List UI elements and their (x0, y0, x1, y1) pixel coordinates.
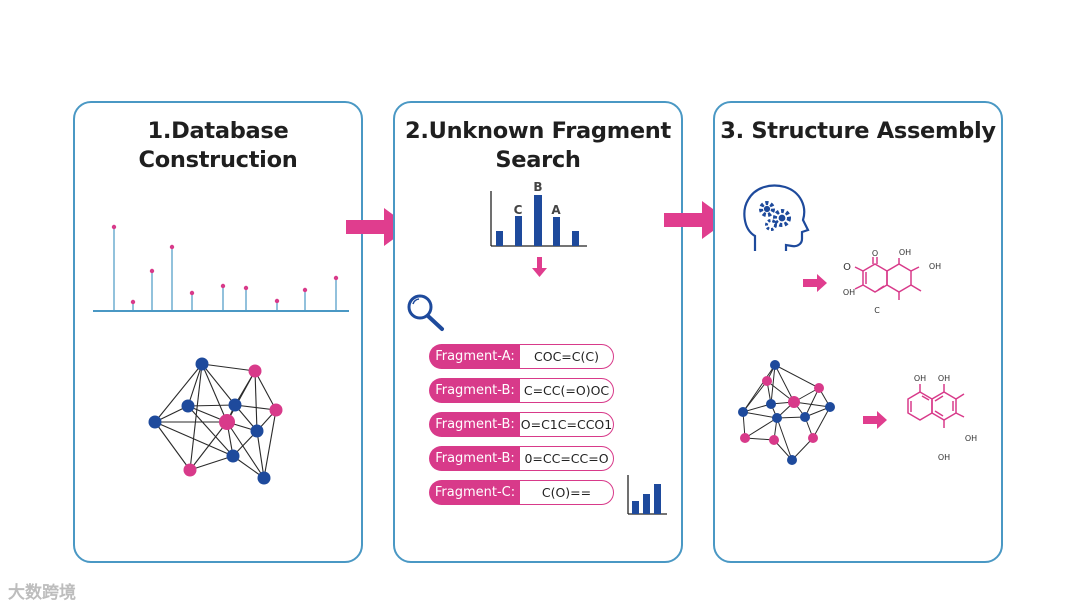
arrow-right-icon (664, 201, 728, 239)
network-graph-icon (738, 360, 835, 465)
fragment-search-illustration: C B A (407, 180, 667, 515)
small-bar-chart-icon (627, 475, 667, 515)
panel-title-line1: 2.Unknown Fragment (405, 118, 671, 144)
histogram-icon: C B A (490, 180, 587, 247)
fragment-row: Fragment-B: 0=CC=CC=O (429, 446, 614, 471)
arrow-right-icon (863, 411, 887, 429)
fragment-smiles: COC=C(C) (519, 344, 614, 369)
fragment-smiles: O=C1C=CCO1 (519, 412, 614, 437)
histogram-label-c: C (514, 203, 523, 217)
molecule-structure-2: OH OH OH OH (907, 374, 977, 462)
fragment-label: Fragment-B: (429, 446, 521, 471)
fragment-row: Fragment-A: COC=C(C) (429, 344, 614, 369)
arrow-right-icon (803, 274, 827, 292)
atom-label: C (874, 306, 880, 315)
fragment-row: Fragment-B: O=C1C=CCO1 (429, 412, 614, 437)
arrow-down-icon (532, 257, 547, 277)
atom-label: OH (938, 453, 950, 462)
panel-title-line2: Search (495, 147, 581, 173)
histogram-label-b: B (533, 180, 542, 194)
molecule-structure-1: O O OH OH OH C (843, 248, 941, 315)
panel-title: 2.Unknown Fragment Search (395, 117, 681, 175)
fragment-row: Fragment-B: C=CC(=O)OC (429, 378, 614, 403)
fragment-smiles: C=CC(=O)OC (519, 378, 614, 403)
atom-label: OH (938, 374, 950, 383)
panel-title: 3. Structure Assembly (720, 118, 996, 144)
fragment-label: Fragment-B: (429, 378, 521, 403)
atom-label: O (843, 262, 851, 273)
panel-database-construction: 1.Database Construction (73, 101, 363, 563)
panel-title: 1.Database Construction (138, 118, 298, 173)
atom-label: OH (914, 374, 926, 383)
atom-label: O (872, 249, 878, 258)
network-graph-icon (148, 357, 283, 485)
fragment-smiles: 0=CC=CC=O (519, 446, 614, 471)
panel-structure-assembly: 3. Structure Assembly (713, 101, 1003, 563)
fragment-smiles: C(O)== (519, 480, 614, 505)
fragment-row: Fragment-C: C(O)== (429, 480, 614, 505)
fragment-label: Fragment-B: (429, 412, 521, 437)
atom-label: OH (965, 434, 977, 443)
histogram-label-a: A (551, 203, 561, 217)
fragment-label: Fragment-C: (429, 480, 521, 505)
structure-assembly-illustration: O O OH OH OH C (738, 184, 977, 465)
mass-spectrum-icon (93, 224, 349, 312)
atom-label: OH (929, 262, 941, 271)
magnifier-icon (407, 294, 444, 331)
fragment-label: Fragment-A: (429, 344, 521, 369)
database-illustration (93, 224, 349, 485)
panel-unknown-fragment-search: 2.Unknown Fragment Search C B A (393, 101, 683, 563)
atom-label: OH (843, 288, 855, 297)
atom-label: OH (899, 248, 911, 257)
watermark-text: 大数跨境 (8, 583, 76, 603)
brain-gears-icon (743, 184, 810, 251)
